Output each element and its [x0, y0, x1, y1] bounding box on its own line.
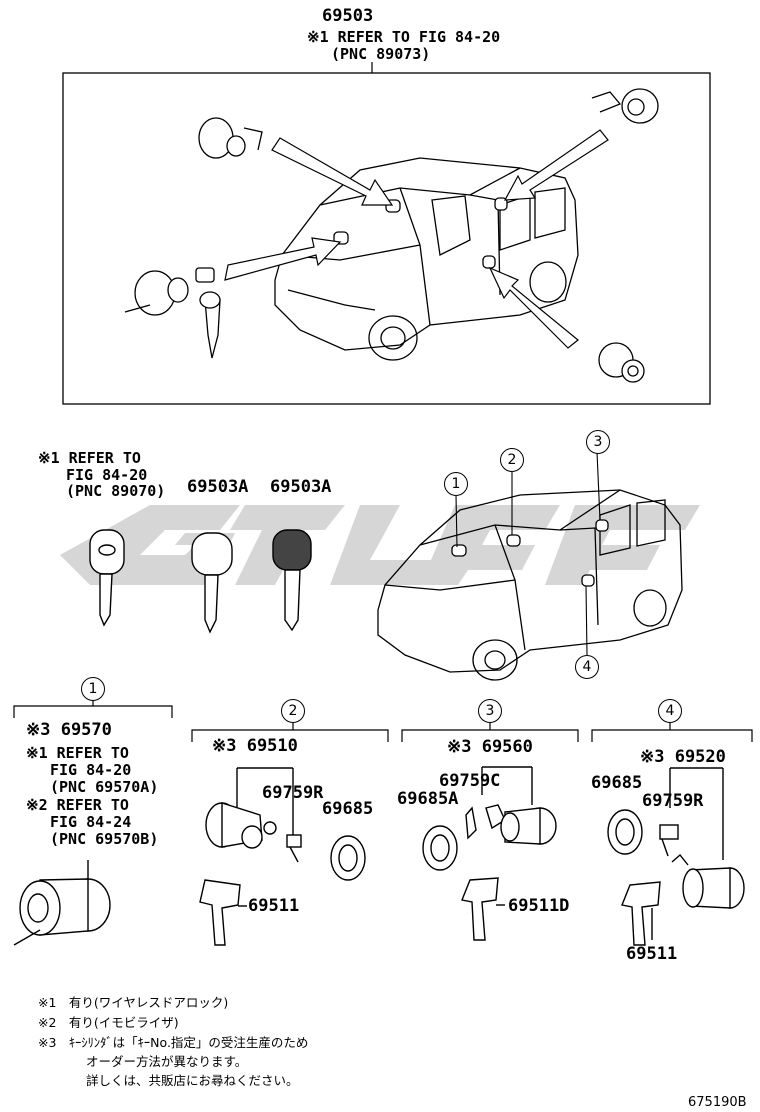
group3-number: 3 [478, 699, 502, 723]
group3-p1: 69759C [439, 771, 501, 791]
group1-part: ※3 69570 [26, 720, 112, 740]
top-part-number: 69503 [322, 6, 374, 26]
keys-ref-line3: (PNC 89070) [66, 482, 166, 500]
note-3-line1: ※3 ｷｰｼﾘﾝﾀﾞは「ｷｰNo.指定」の受注生産のため [38, 1035, 309, 1050]
note-3-line3: 詳しくは、共販店にお尋ねください。 [86, 1073, 299, 1088]
pointer-arrows-top [224, 129, 609, 349]
group3-part: ※3 69560 [447, 737, 533, 757]
location-callout-3: 3 [586, 430, 610, 454]
group1-ref1-line1: ※1 REFER TO [26, 744, 129, 762]
location-callout-4: 4 [575, 655, 599, 679]
figure-id: 675190B [688, 1095, 747, 1110]
key-icons [89, 529, 312, 634]
keys-ref-line2: FIG 84-20 [66, 466, 148, 484]
top-frame [62, 72, 711, 405]
group1-ref2-line1: ※2 REFER TO [26, 796, 129, 814]
group3-p2: 69685A [397, 789, 459, 809]
group4-number: 4 [658, 699, 682, 723]
group1-ref1-line3: (PNC 69570A) [50, 778, 159, 796]
top-ref-line1: ※1 REFER TO FIG 84-20 [307, 28, 501, 46]
note-1: ※1 有り(ワイヤレスドアロック) [38, 995, 229, 1010]
location-callout-1: 1 [444, 472, 468, 496]
group2-p2: 69685 [322, 799, 374, 819]
group-brackets [13, 700, 753, 742]
group3-p3: 69511D [508, 896, 570, 916]
group1-cylinder-icon [13, 860, 111, 946]
note-2: ※2 有り(イモビライザ) [38, 1015, 179, 1030]
top-ref-line2: (PNC 89073) [331, 45, 431, 63]
group2-parts-icons [199, 767, 366, 946]
key-part-a: 69503A [187, 477, 249, 497]
group4-p2: 69759R [642, 791, 704, 811]
lock-cylinder-icons-top [124, 88, 659, 383]
group2-number: 2 [281, 699, 305, 723]
group2-p3: 69511 [248, 896, 300, 916]
group2-part: ※3 69510 [212, 736, 298, 756]
group4-p3: 69511 [626, 944, 678, 964]
note-3-line2: オーダー方法が異なります。 [86, 1054, 248, 1069]
group1-ref2-line3: (PNC 69570B) [50, 830, 159, 848]
group4-p1: 69685 [591, 773, 643, 793]
callout-leaders [455, 451, 601, 656]
group1-number: 1 [81, 677, 105, 701]
group4-part: ※3 69520 [640, 747, 726, 767]
group1-ref1-line2: FIG 84-20 [50, 761, 132, 779]
location-callout-2: 2 [500, 448, 524, 472]
watermark-logo [60, 505, 700, 585]
group4-parts-icons [607, 767, 745, 946]
key-part-b: 69503A [270, 477, 332, 497]
keys-ref-line1: ※1 REFER TO [38, 449, 141, 467]
group3-parts-icons [422, 766, 557, 941]
group2-p1: 69759R [262, 783, 324, 803]
car-illustration-bottom [377, 489, 683, 681]
group1-ref2-line2: FIG 84-24 [50, 813, 132, 831]
